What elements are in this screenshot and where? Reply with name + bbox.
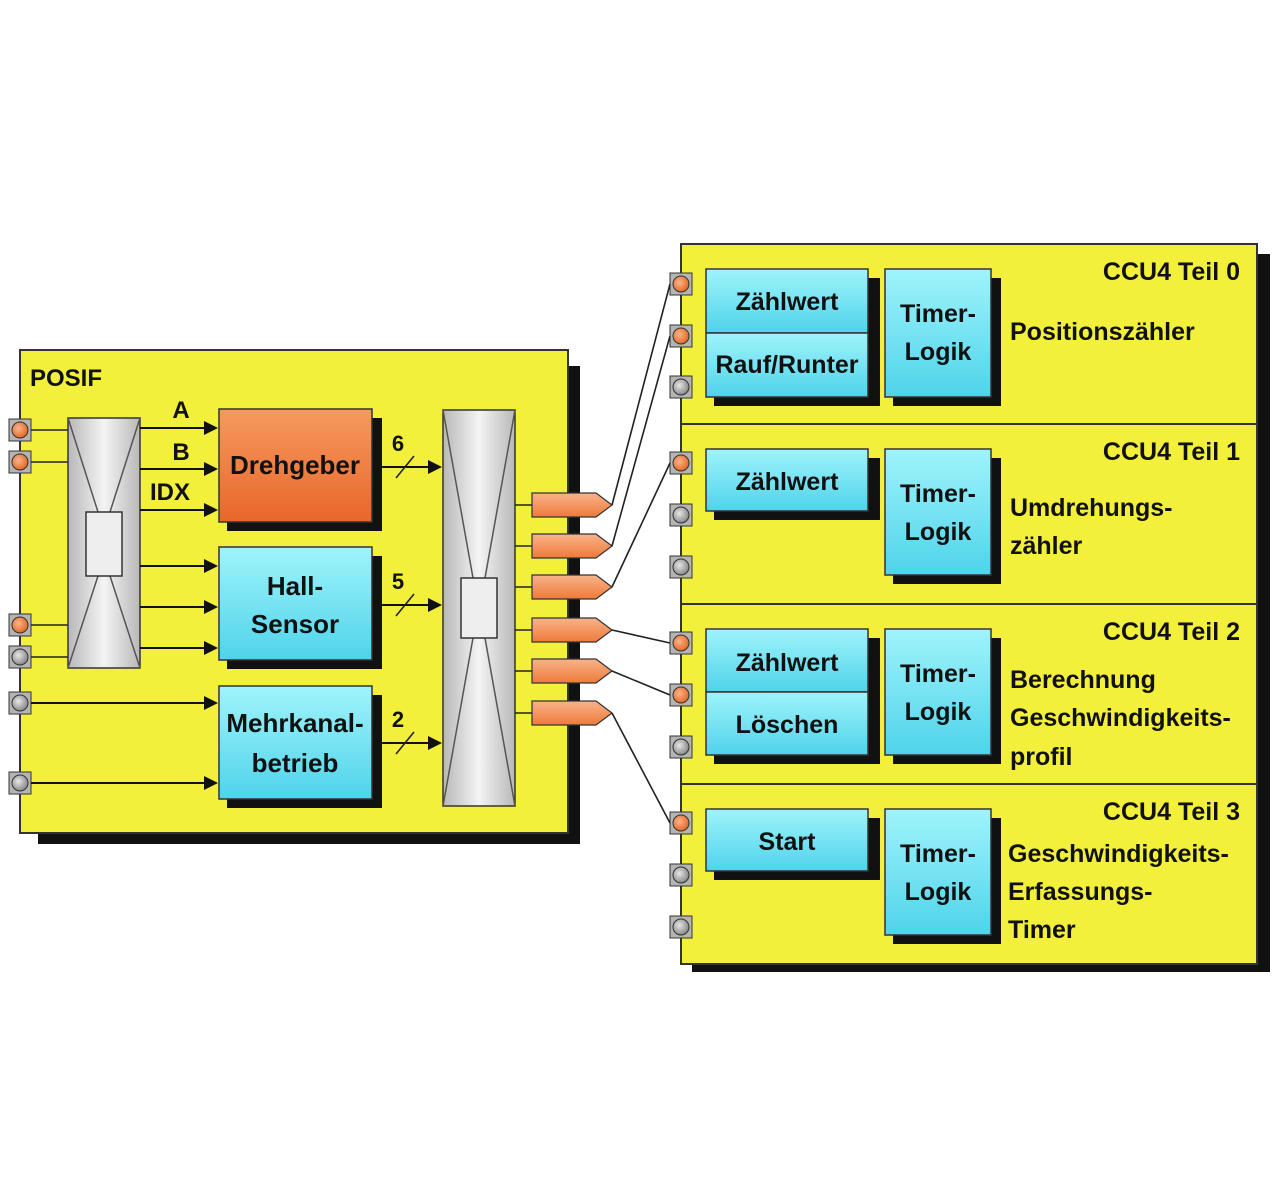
- ccu4-teil-1-timer-line1: Timer-: [900, 480, 976, 508]
- posif-title: POSIF: [30, 365, 102, 392]
- pin-orange: [669, 631, 693, 655]
- bus-width-mehrkanal: 2: [392, 707, 404, 732]
- ccu4-teil-3-title: CCU4 Teil 3: [1103, 798, 1240, 826]
- ccu4-teil-0-counter-top: Zählwert: [736, 288, 839, 316]
- ccu4-teil-3-timer-line1: Timer-: [900, 840, 976, 868]
- signal-label-a: A: [172, 397, 189, 424]
- hall-label-line2: Sensor: [251, 609, 339, 639]
- ccu4-teil-0-desc: Positionszähler: [1010, 318, 1195, 346]
- ccu4-teil-0-timer-line2: Logik: [905, 338, 972, 366]
- ccu4-teil-3: CCU4 Teil 3 Start Timer- Logik Geschwind…: [705, 798, 1240, 944]
- mehrkanal-label-line1: Mehrkanal-: [226, 708, 363, 738]
- posif-to-ccu4-wires: [611, 283, 671, 824]
- bus-width-hall: 5: [392, 569, 404, 594]
- pin-gray: [669, 375, 693, 399]
- ccu4-teil-3-timer-line2: Logik: [905, 878, 972, 906]
- output-tab: [531, 492, 613, 518]
- bus-wires: [382, 455, 442, 755]
- ccu4-teil-2-counter-top: Zählwert: [736, 649, 839, 677]
- hall-label-line1: Hall-: [267, 571, 323, 601]
- ccu4-teil-3-desc-line2: Erfassungs-: [1008, 878, 1152, 906]
- pin-orange: [8, 418, 32, 442]
- output-multiplexer: [442, 409, 516, 807]
- pin-gray: [8, 771, 32, 795]
- pin-orange: [8, 613, 32, 637]
- output-connectors: [515, 492, 613, 726]
- pin-gray: [669, 503, 693, 527]
- ccu4-teil-1-title: CCU4 Teil 1: [1103, 438, 1240, 466]
- output-tab: [531, 658, 613, 684]
- ccu4-teil-2-desc-line3: profil: [1010, 743, 1073, 771]
- pin-gray: [669, 555, 693, 579]
- posif-pin-wires: [31, 429, 68, 658]
- ccu4-teil-2-timer-line2: Logik: [905, 698, 972, 726]
- pin-gray: [669, 863, 693, 887]
- ccu4-teil-2: CCU4 Teil 2 Zählwert Löschen Timer- Logi…: [705, 618, 1240, 771]
- ccu4-teil-2-desc-line2: Geschwindigkeits-: [1010, 704, 1231, 732]
- ccu4-teil-0-title: CCU4 Teil 0: [1103, 258, 1240, 286]
- mehrkanal-label-line2: betrieb: [252, 748, 339, 778]
- drehgeber-label: Drehgeber: [230, 450, 360, 480]
- ccu4-teil-1-desc-line2: zähler: [1010, 532, 1083, 560]
- signal-label-idx: IDX: [150, 479, 190, 506]
- ccu4-teil-2-title: CCU4 Teil 2: [1103, 618, 1240, 646]
- ccu4-teil-0-counter-bottom: Rauf/Runter: [715, 351, 858, 379]
- output-tab: [531, 700, 613, 726]
- hall-sensor-block: Hall- Sensor: [218, 546, 382, 669]
- ccu4-teil-3-desc-line3: Timer: [1008, 916, 1076, 944]
- pin-gray: [669, 735, 693, 759]
- ccu4-teil-1-counter-top: Zählwert: [736, 468, 839, 496]
- ccu4-teil-2-counter-bottom: Löschen: [736, 711, 839, 739]
- pin-gray: [8, 645, 32, 669]
- ccu4-teil-1: CCU4 Teil 1 Zählwert Timer- Logik Umdreh…: [705, 438, 1240, 584]
- mehrkanal-block: Mehrkanal- betrieb: [218, 685, 382, 808]
- output-tab: [531, 533, 613, 559]
- pin-orange: [669, 683, 693, 707]
- pin-orange: [669, 811, 693, 835]
- drehgeber-block: Drehgeber: [218, 408, 382, 531]
- ccu4-teil-2-timer-line1: Timer-: [900, 660, 976, 688]
- ccu4-teil-1-timer-line2: Logik: [905, 518, 972, 546]
- ccu4-teil-3-desc-line1: Geschwindigkeits-: [1008, 840, 1229, 868]
- bus-width-drehgeber: 6: [392, 431, 404, 456]
- pin-orange: [8, 450, 32, 474]
- ccu4-pins: [669, 272, 693, 939]
- ccu4-teil-0: CCU4 Teil 0 Zählwert Rauf/Runter Timer- …: [705, 258, 1240, 406]
- output-tab: [531, 574, 613, 600]
- signal-label-b: B: [172, 439, 189, 466]
- mux-to-blocks-wires: [31, 421, 218, 790]
- input-multiplexer: [67, 417, 141, 669]
- ccu4-teil-2-desc-line1: Berechnung: [1010, 666, 1156, 694]
- pin-orange: [669, 451, 693, 475]
- pin-gray: [8, 691, 32, 715]
- pin-orange: [669, 324, 693, 348]
- output-tab: [531, 617, 613, 643]
- ccu4-teil-1-desc-line1: Umdrehungs-: [1010, 494, 1173, 522]
- ccu4-teil-0-timer-line1: Timer-: [900, 300, 976, 328]
- ccu4-teil-3-counter-top: Start: [759, 828, 817, 856]
- pin-orange: [669, 272, 693, 296]
- pin-gray: [669, 915, 693, 939]
